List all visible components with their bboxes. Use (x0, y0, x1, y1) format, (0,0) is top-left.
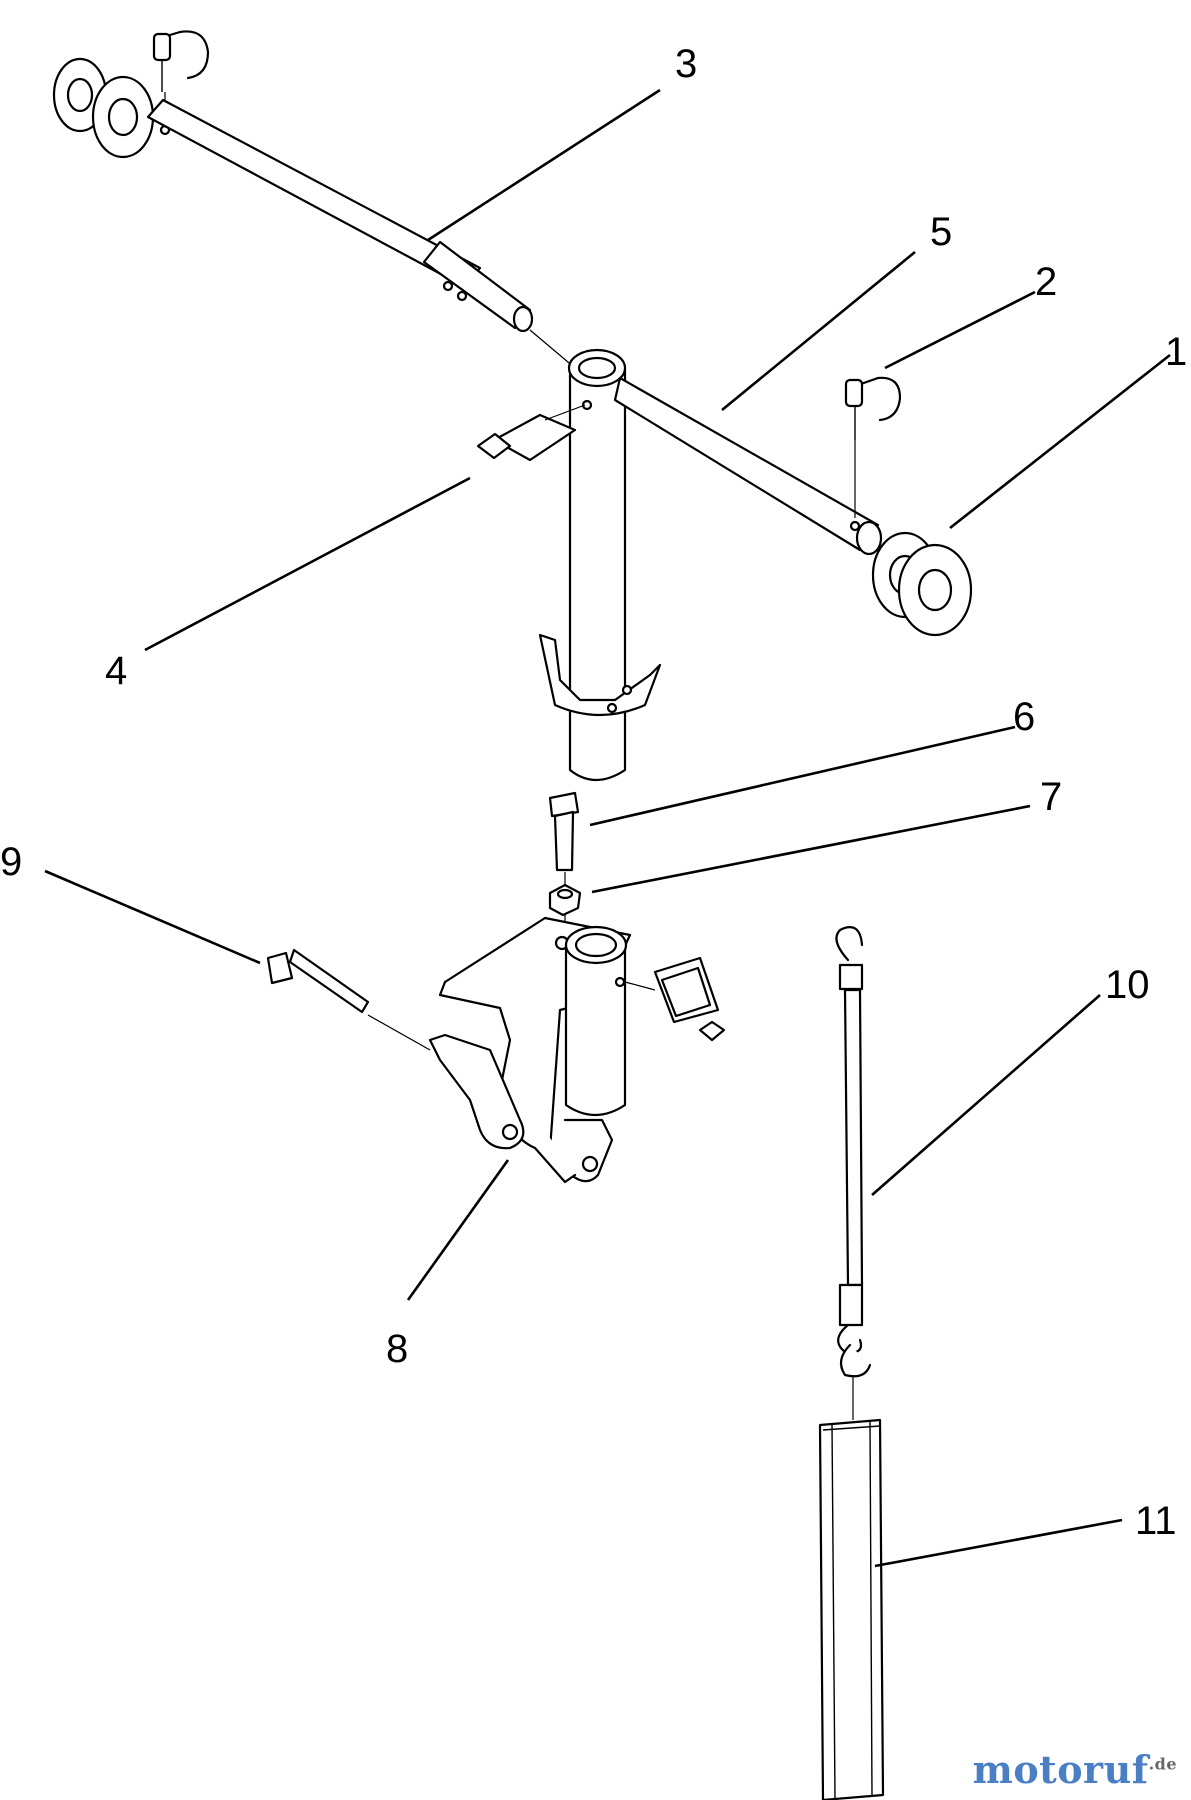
leader-5 (721, 250, 916, 412)
leader-6 (589, 725, 1016, 827)
callout-2: 2 (1035, 260, 1057, 304)
callout-9: 9 (0, 840, 22, 884)
bolt (548, 791, 580, 888)
right-lynch-pin (844, 376, 902, 518)
watermark-text: motoruf (972, 1747, 1149, 1792)
callout-10: 10 (1105, 963, 1150, 1007)
leader-10 (871, 994, 1101, 1196)
left-lynch-pin (152, 30, 210, 136)
callout-3: 3 (675, 42, 697, 86)
left-boom-tube (146, 98, 576, 369)
hitch-pin (476, 404, 586, 462)
leader-1 (949, 353, 1171, 530)
right-pulley (871, 531, 973, 637)
leader-7 (591, 804, 1031, 894)
leader-9 (44, 869, 261, 965)
weight-plate (818, 1418, 885, 1800)
right-boom-tube (613, 376, 883, 556)
leader-3 (427, 88, 661, 242)
callout-labels: 1 2 3 4 5 6 7 8 9 10 11 (0, 42, 1187, 1543)
watermark-suffix: .de (1148, 1754, 1177, 1774)
left-pulley (52, 57, 155, 159)
watermark-logo: motoruf.de (973, 1747, 1177, 1792)
leader-8 (406, 1159, 510, 1301)
spring-strap (835, 926, 872, 1420)
post-saddle-bracket (538, 633, 662, 717)
main-post (567, 348, 627, 782)
callout-1: 1 (1165, 330, 1187, 374)
bracket-hitch-pin (624, 956, 726, 1042)
callout-6: 6 (1013, 695, 1035, 739)
long-bolt (266, 948, 431, 1051)
callout-7: 7 (1040, 775, 1062, 819)
callout-4: 4 (105, 649, 127, 693)
callout-11: 11 (1135, 1499, 1177, 1543)
callout-5: 5 (930, 210, 952, 254)
leader-11 (874, 1518, 1123, 1568)
leader-lines (44, 88, 1171, 1568)
mount-bracket (428, 916, 632, 1184)
leader-4 (144, 476, 471, 652)
leader-2 (884, 290, 1036, 370)
nut (548, 883, 582, 945)
callout-8: 8 (386, 1327, 408, 1371)
